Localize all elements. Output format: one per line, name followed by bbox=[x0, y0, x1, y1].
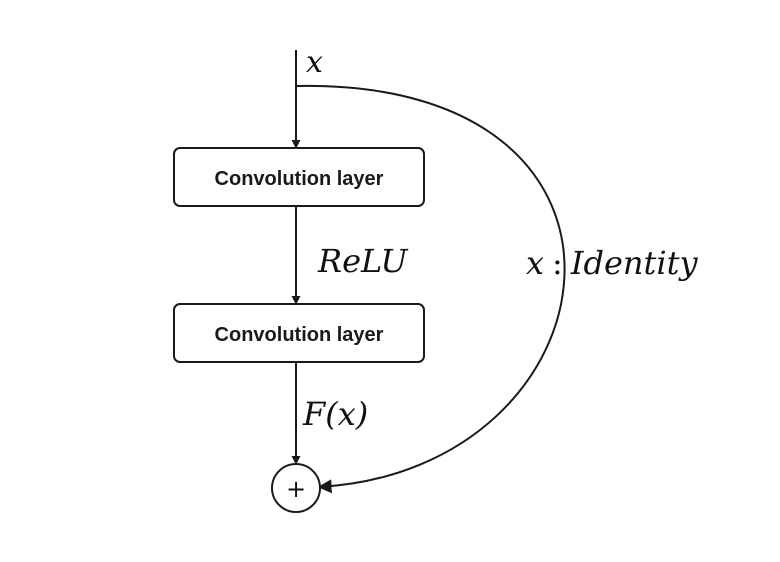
identity-var: x bbox=[526, 244, 544, 282]
input-label: x bbox=[306, 45, 323, 80]
conv-layer-1-label: Convolution layer bbox=[215, 168, 384, 190]
sum-symbol: + bbox=[286, 475, 306, 503]
conv-layer-2-label: Convolution layer bbox=[215, 324, 384, 346]
conv-layer-1-box bbox=[173, 147, 425, 207]
identity-text: Identity bbox=[570, 244, 699, 282]
sum-node: + bbox=[271, 463, 321, 513]
identity-skip-connection bbox=[295, 84, 566, 494]
identity-separator: : bbox=[552, 244, 563, 282]
relu-label: ReLU bbox=[317, 242, 409, 280]
sum-circle bbox=[271, 463, 321, 513]
conv-layer-2: Convolution layer bbox=[173, 303, 425, 363]
identity-label: x : Identity bbox=[526, 244, 698, 282]
conv-layer-1: Convolution layer bbox=[173, 147, 425, 207]
residual-label: F(x) bbox=[302, 395, 368, 433]
conv-layer-2-box bbox=[173, 303, 425, 363]
